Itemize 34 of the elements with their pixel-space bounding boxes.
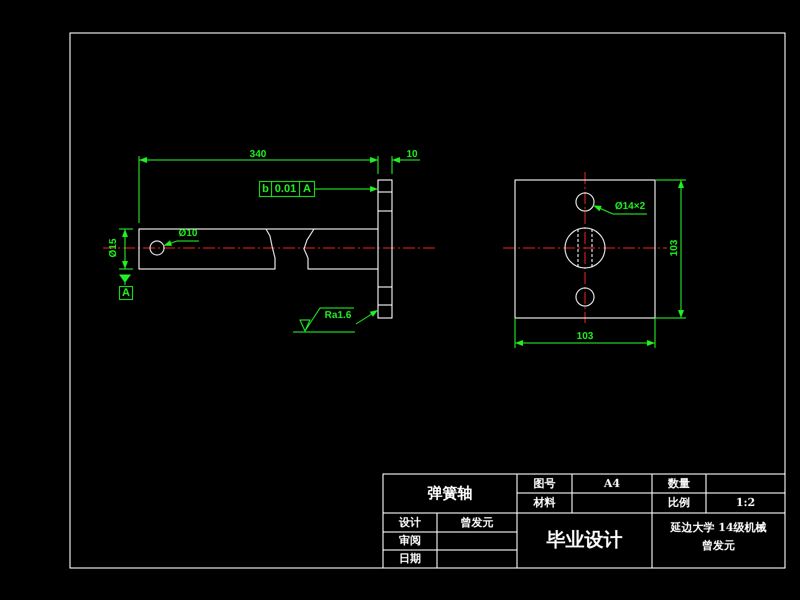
leader-line bbox=[314, 186, 378, 192]
title-block-text: 日期 bbox=[398, 551, 422, 567]
designer-name: 曾发元 bbox=[701, 538, 736, 554]
dimension-text: 103 bbox=[669, 238, 681, 258]
title-block-text: 数量 bbox=[666, 476, 691, 492]
dimension-text: 10 bbox=[405, 149, 419, 161]
dimension-text: 340 bbox=[248, 149, 268, 161]
callout-text: Ø14×2 bbox=[614, 201, 646, 214]
title-block-text: 比例 bbox=[667, 495, 691, 511]
dimension-text: 103 bbox=[576, 331, 594, 343]
hole bbox=[150, 240, 164, 256]
title-block-text: 审阅 bbox=[398, 533, 422, 549]
callout-text: Ø10 bbox=[178, 229, 198, 241]
title-block-text: 曾发元 bbox=[460, 515, 494, 531]
title-block-text: 1:2 bbox=[734, 495, 756, 511]
leader-line bbox=[163, 240, 200, 246]
datum-letter: A bbox=[302, 182, 312, 196]
drawing-type: 毕业设计 bbox=[546, 528, 624, 553]
callout-text: A bbox=[121, 287, 131, 299]
tolerance-value: 0.01 bbox=[272, 182, 300, 196]
title-block-text: 设计 bbox=[398, 515, 422, 531]
title-block-text: A4 bbox=[602, 476, 622, 492]
part-name: 弹簧轴 bbox=[426, 483, 474, 504]
title-block-text: 图号 bbox=[532, 476, 556, 492]
tolerance-frame bbox=[259, 181, 315, 197]
hole bbox=[576, 288, 594, 306]
title-block-text: 材料 bbox=[532, 495, 556, 511]
flange-drawing bbox=[378, 180, 392, 318]
callout-text: Ra1.6 bbox=[324, 309, 352, 323]
leader-line bbox=[592, 205, 648, 214]
leader-line bbox=[356, 310, 378, 324]
hole bbox=[576, 192, 594, 212]
dimension-text: Ø15 bbox=[108, 238, 120, 260]
school-text: 延边大学 14级机械 bbox=[669, 520, 768, 536]
